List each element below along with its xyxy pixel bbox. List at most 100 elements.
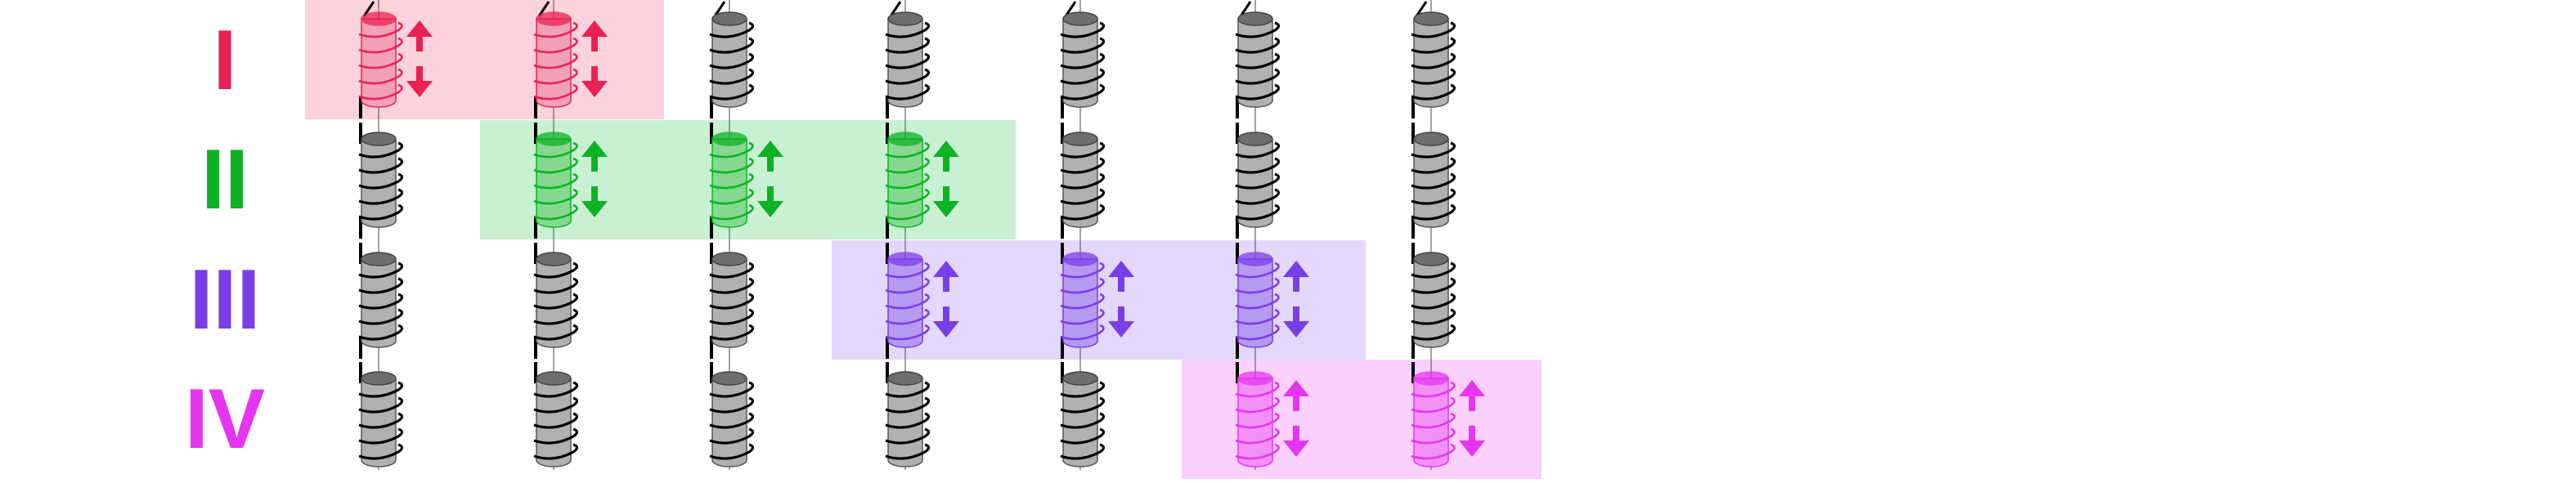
coil-winding — [1235, 141, 1281, 159]
coil-winding — [358, 381, 404, 398]
arrow-down-icon — [1459, 426, 1485, 457]
coil-body — [1413, 18, 1449, 108]
coil-r4-c6 — [1235, 371, 1309, 467]
coil-winding — [1235, 188, 1281, 205]
coil-cap — [887, 11, 923, 26]
coil-body — [1237, 378, 1273, 467]
coil-winding — [1235, 21, 1281, 38]
coil-cap — [1062, 371, 1098, 386]
coil-body — [1237, 18, 1273, 108]
coil-grid — [358, 11, 1485, 467]
coil-cap — [361, 371, 397, 386]
coil-winding — [533, 52, 578, 69]
coil-cap — [711, 11, 747, 26]
coil-winding — [1060, 141, 1106, 159]
coil-body — [361, 138, 397, 228]
coil-body — [711, 378, 747, 467]
arrow-down-icon — [1283, 306, 1309, 338]
phase-label-1: I — [213, 13, 237, 108]
coil-winding — [885, 37, 931, 54]
coil-winding — [1411, 141, 1456, 159]
coil-winding — [1235, 203, 1281, 221]
coil-winding — [885, 396, 931, 414]
arrow-down-icon — [1283, 426, 1309, 457]
coil-winding — [885, 262, 930, 279]
coil-winding — [1060, 412, 1106, 429]
coil-r2-c3 — [709, 132, 783, 228]
arrow-up-icon — [1108, 261, 1134, 292]
coil-winding — [358, 21, 403, 38]
arrow-up-icon — [406, 20, 433, 51]
coil-winding — [709, 188, 754, 205]
coil-winding — [885, 203, 930, 221]
coil-winding — [1060, 203, 1106, 221]
coil-winding — [1411, 412, 1456, 429]
coil-winding — [533, 396, 579, 414]
coil-r1-c4 — [885, 11, 931, 108]
coil-winding — [1411, 396, 1456, 414]
coil-winding — [533, 157, 578, 174]
coil-winding — [885, 381, 931, 398]
coil-winding — [358, 396, 404, 414]
coil-winding — [533, 203, 578, 221]
coil-winding — [358, 277, 404, 294]
coil-winding — [1411, 293, 1456, 310]
coil-winding — [709, 427, 755, 445]
coil-winding — [358, 412, 404, 429]
coil-body — [711, 138, 747, 228]
coil-winding — [1235, 83, 1281, 101]
coil-cap — [1237, 132, 1273, 146]
coil-body — [887, 378, 923, 467]
coil-winding — [533, 308, 579, 325]
coil-winding — [1411, 172, 1456, 190]
arrow-up-icon — [1283, 261, 1309, 292]
coil-winding — [709, 172, 754, 190]
coil-winding — [533, 83, 578, 101]
coil-body — [536, 18, 572, 108]
coil-winding — [885, 157, 930, 174]
coil-winding — [1235, 324, 1280, 341]
coil-body — [1237, 138, 1273, 228]
coil-winding — [533, 277, 579, 294]
coil-body — [1062, 378, 1098, 467]
coil-winding — [358, 157, 404, 174]
coil-cap — [536, 252, 572, 266]
coil-winding — [1060, 427, 1106, 445]
coil-winding — [885, 141, 930, 159]
coil-winding — [358, 52, 403, 69]
coil-r3-c4 — [885, 252, 959, 348]
coil-winding — [533, 21, 578, 38]
coil-winding — [709, 37, 755, 54]
arrow-down-icon — [581, 66, 608, 97]
coil-winding — [1060, 188, 1106, 205]
coil-winding — [1411, 188, 1456, 205]
coil-r2-c4 — [885, 132, 959, 228]
coil-body — [711, 258, 747, 348]
coil-winding — [1411, 68, 1456, 85]
coil-winding — [885, 293, 930, 310]
coil-winding — [358, 427, 404, 445]
arrow-up-icon — [933, 261, 959, 292]
coil-r3-c2 — [533, 252, 579, 348]
coil-cap — [887, 132, 923, 146]
coil-cap — [1062, 252, 1098, 266]
phase-label-4: IV — [184, 372, 266, 467]
coil-body — [1237, 258, 1273, 348]
coil-winding — [1060, 293, 1105, 310]
coil-r2-c2 — [533, 132, 608, 228]
arrow-down-icon — [933, 306, 959, 338]
coil-winding — [885, 427, 931, 445]
coil-winding — [358, 203, 404, 221]
coil-cap — [1237, 11, 1273, 26]
coil-r4-c7 — [1411, 371, 1485, 467]
coil-winding — [358, 141, 404, 159]
coil-cap — [1413, 371, 1449, 386]
coil-winding — [533, 68, 578, 85]
coil-winding — [1411, 157, 1456, 174]
arrow-up-icon — [933, 141, 959, 172]
coil-winding — [1235, 277, 1280, 294]
coil-body — [1413, 378, 1449, 467]
coil-cap — [1413, 11, 1449, 26]
coil-winding — [358, 83, 403, 101]
